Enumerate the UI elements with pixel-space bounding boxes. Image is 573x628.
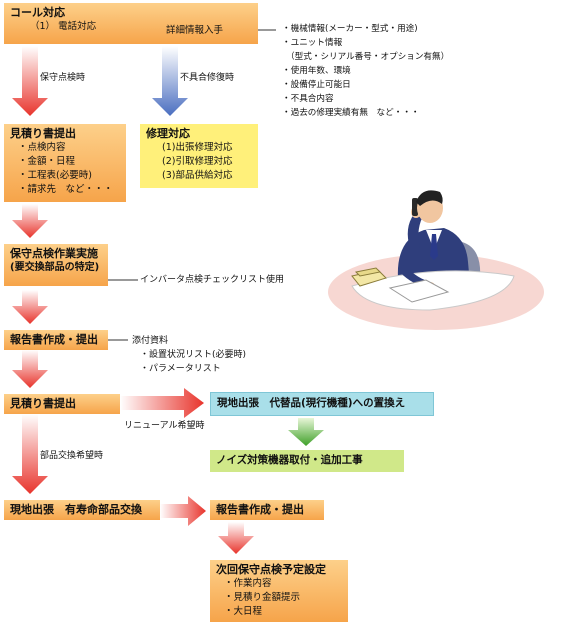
- detail-label: 詳細情報入手: [166, 25, 224, 36]
- inverter-note: インバータ点検チェックリスト使用: [140, 275, 285, 285]
- info-item: ・機械情報(メーカー・型式・用途): [282, 24, 418, 34]
- estimate-item: ・金額・日程: [18, 156, 76, 167]
- info-item: ・使用年数、環境: [282, 66, 351, 76]
- info-item: （型式・シリアル番号・オプション有無）: [286, 52, 450, 62]
- arrow-estimate-to-inspection: [12, 204, 48, 238]
- arrow-call-to-repair: [152, 46, 188, 116]
- info-item: ・過去の修理実績有無 など・・・: [282, 108, 420, 118]
- arrow-report2-to-next-plan: [218, 522, 254, 554]
- report-box: 報告書作成・提出: [4, 330, 108, 350]
- label-renewal: リニューアル希望時: [124, 421, 205, 431]
- inspection-title: 保守点検作業実施: [10, 247, 98, 260]
- replacement-box: 現地出張 代替品(現行機種)への置換え: [210, 392, 434, 416]
- attachments-note: 添付資料 ・設置状況リスト(必要時) ・パラメータリスト: [132, 334, 246, 376]
- estimate-title: 見積り書提出: [10, 127, 76, 140]
- estimate2-title: 見積り書提出: [10, 397, 76, 410]
- arrow-replacement-to-noise: [288, 418, 324, 446]
- arrow-report-to-estimate2: [12, 350, 48, 388]
- info-item: ・設備停止可能日: [282, 80, 351, 90]
- arrow-inspection-to-report: [12, 290, 48, 324]
- inspection-box: 保守点検作業実施 (要交換部品の特定): [4, 244, 108, 286]
- noise-box: ノイズ対策機器取付・追加工事: [210, 450, 404, 472]
- call-item: （1） 電話対応: [30, 21, 97, 32]
- next-plan-item: ・見積り金額提示: [224, 592, 301, 603]
- repair-item: (1)出張修理対応: [162, 142, 233, 153]
- repair-item: (2)引取修理対応: [162, 156, 233, 167]
- field-parts-title: 現地出張 有寿命部品交換: [10, 503, 142, 516]
- field-parts-box: 現地出張 有寿命部品交換: [4, 500, 160, 520]
- info-item: ・不具合内容: [282, 94, 334, 104]
- estimate2-box: 見積り書提出: [4, 394, 120, 414]
- estimate-item: ・工程表(必要時): [18, 170, 92, 181]
- repair-item: (3)部品供給対応: [162, 170, 233, 181]
- attachments-item: ・パラメータリスト: [140, 364, 221, 374]
- info-item: ・ユニット情報: [282, 38, 343, 48]
- next-plan-title: 次回保守点検予定設定: [216, 563, 326, 576]
- man-on-phone-illustration: [328, 190, 544, 330]
- estimate-item: ・点検内容: [18, 142, 66, 153]
- info-list: ・機械情報(メーカー・型式・用途) ・ユニット情報 （型式・シリアル番号・オプシ…: [282, 22, 449, 120]
- arrow-estimate2-to-field-parts: [12, 414, 48, 494]
- label-parts-request: 部品交換希望時: [40, 451, 104, 461]
- label-maintenance: 保守点検時: [40, 73, 86, 83]
- arrow-estimate2-to-replacement: [120, 388, 204, 418]
- replacement-title: 現地出張 代替品(現行機種)への置換え: [217, 397, 406, 409]
- noise-title: ノイズ対策機器取付・追加工事: [216, 454, 363, 466]
- arrow-field-parts-to-report2: [160, 496, 206, 526]
- call-handling-box: コール対応 （1） 電話対応 詳細情報入手: [4, 3, 258, 44]
- arrow-call-to-estimate: [12, 46, 48, 116]
- repair-box: 修理対応 (1)出張修理対応 (2)引取修理対応 (3)部品供給対応: [140, 124, 258, 188]
- attachments-item: ・設置状況リスト(必要時): [140, 350, 247, 360]
- next-plan-item: ・大日程: [224, 606, 263, 617]
- label-failure: 不具合修復時: [180, 73, 235, 83]
- report2-box: 報告書作成・提出: [210, 500, 324, 520]
- next-plan-item: ・作業内容: [224, 578, 272, 589]
- report2-title: 報告書作成・提出: [216, 503, 304, 516]
- estimate-box: 見積り書提出 ・点検内容 ・金額・日程 ・工程表(必要時) ・請求先 など・・・: [4, 124, 126, 202]
- next-plan-box: 次回保守点検予定設定 ・作業内容 ・見積り金額提示 ・大日程: [210, 560, 348, 622]
- repair-title: 修理対応: [146, 127, 190, 140]
- estimate-item: ・請求先 など・・・: [18, 184, 114, 195]
- inspection-sub: (要交換部品の特定): [10, 262, 100, 273]
- report-title: 報告書作成・提出: [10, 333, 98, 346]
- attachments-heading: 添付資料: [132, 336, 169, 346]
- call-title: コール対応: [10, 6, 65, 19]
